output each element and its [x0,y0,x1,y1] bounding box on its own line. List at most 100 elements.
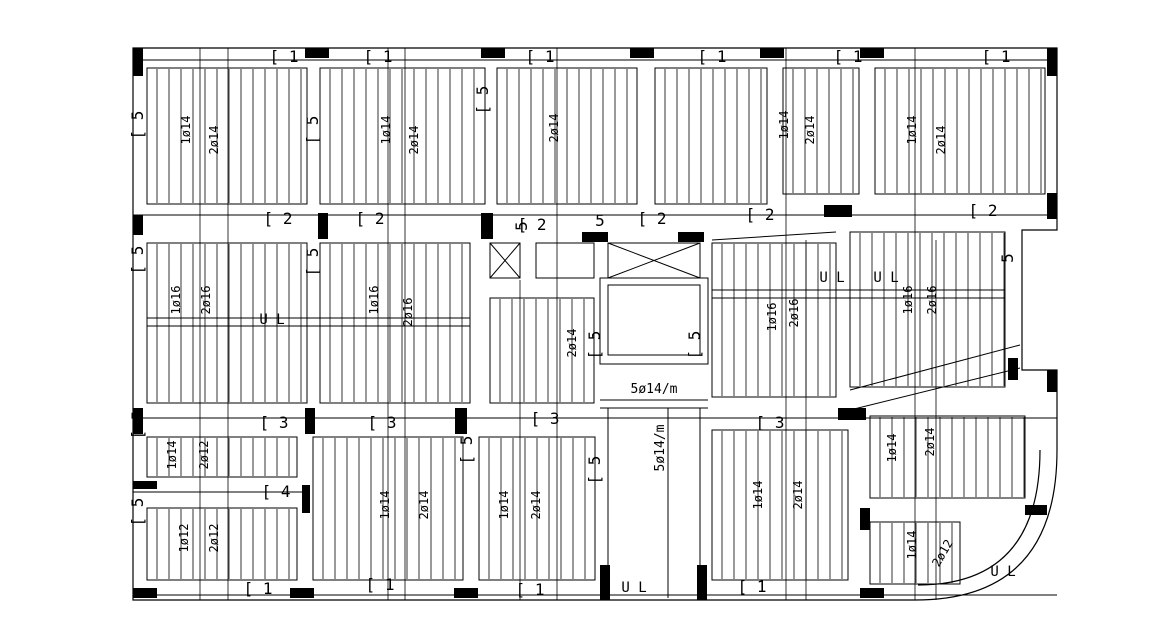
plan-label-s14-bar2: 2ø14 [529,491,543,520]
plan-label-s12-bar1: 1ø12 [177,524,191,553]
slab-panel [146,507,298,581]
plan-label-left-5a: [ 5 [128,111,147,140]
column [697,565,707,600]
plan-label-strip-2a: [ 2 [264,209,293,228]
plan-label-s4-bar2: 2ø14 [803,116,817,145]
plan-label-strip-2c: [ 2 [518,215,547,234]
beam-edge [849,367,1021,411]
plan-label-s17-bar1: 1ø14 [905,531,919,560]
column [860,508,870,530]
plan-label-top-1a: [ 1 [270,47,299,66]
plan-label-s14-bar1: 1ø14 [497,491,511,520]
column [860,48,884,58]
plan-label-s5-bar1: 1ø14 [905,116,919,145]
slab-panel [711,429,849,581]
plan-label-s15-bar2: 2ø14 [791,481,805,510]
plan-label-bottom-1d: [ 1 [738,577,767,596]
plan-label-s15-bar1: 1ø14 [751,481,765,510]
plan-label-strip-3d: [ 3 [756,413,785,432]
column [630,48,654,58]
column [1047,370,1057,392]
plan-label-left-5b: [ 5 [128,246,147,275]
column [318,213,328,239]
column [760,48,784,58]
beam-edge [711,231,837,241]
column [133,408,143,434]
plan-label-s10-bar2: 2ø16 [925,286,939,315]
plan-label-mid-5j: [ 5 [585,456,604,485]
plan-label-s16-bar1: 1ø14 [885,434,899,463]
slab-panel [654,67,768,205]
column [133,481,157,489]
shaft-box [489,242,521,279]
columns [133,48,1057,600]
plan-label-stair-v: 5ø14/m [653,424,668,471]
plan-label-s1-bar2: 2ø14 [207,126,221,155]
plan-label-s16-bar2: 2ø14 [923,428,937,457]
plan-label-s1-bar1: 1ø14 [179,116,193,145]
plan-label-mid-5c: [ 5 [303,248,322,277]
slab-panel [319,67,486,205]
plan-label-mid-5i: 5 [998,253,1017,263]
plan-label-s8-bar2: 2ø14 [565,329,579,358]
column [1047,193,1057,219]
plan-label-strip-3a: [ 3 [260,413,289,432]
column [305,408,315,434]
column [455,408,467,434]
plan-label-top-1c: [ 1 [526,47,555,66]
column [133,215,143,235]
plan-label-s11-bar2: 2ø12 [197,441,211,470]
plan-label-left-5c: [ 5 [128,411,147,440]
plan-label-mid-5e: 5 [595,211,605,230]
plan-label-s9-bar1: 1ø16 [765,303,779,332]
plan-label-mid-5d: 5 [512,221,531,231]
slab-panel [146,436,298,478]
plan-label-left-5d: [ 5 [128,498,147,527]
column [290,588,314,598]
plan-label-mid-5b: [ 5 [473,86,492,115]
slab-panel [146,242,308,404]
slab-panel [489,297,595,404]
plan-label-top-1e: [ 1 [834,47,863,66]
column [305,48,329,58]
slab-panel [869,415,1026,499]
stair-landing [535,242,595,279]
plan-label-s9-bar2: 2ø16 [787,299,801,328]
column [678,232,704,242]
column [302,485,310,513]
plan-label-mid-5a: [ 5 [303,116,322,145]
plan-label-s13-bar1: 1ø14 [378,491,392,520]
plan-label-mid-5g: [ 5 [685,331,704,360]
plan-label-top-1f: [ 1 [982,47,1011,66]
building-outline [132,47,1058,601]
plan-label-strip-3c: [ 3 [531,409,560,428]
plan-label-s5-bar2: 2ø14 [934,126,948,155]
plan-label-s13-bar2: 2ø14 [417,491,431,520]
column [838,408,866,420]
slab-panel [849,231,1006,388]
plan-label-mid-5f: [ 5 [585,331,604,360]
plan-label-bottom-1a: [ 1 [244,579,273,598]
plan-label-top-1d: [ 1 [698,47,727,66]
beam-lines [133,48,1057,600]
plan-label-bottom-1b: [ 1 [366,575,395,594]
labels: [ 1 [ 1 [ 1 [ 1 [ 1 [ 1 [ 5 [ 5 [ 5 [ 5 [ 5 [ 5 [ 5 5… [128,47,1017,599]
lift-shaft-inner [607,284,701,356]
plan-label-s11-bar1: 1ø14 [165,441,179,470]
column [824,205,852,217]
plan-label-ul-e: U L [990,564,1015,580]
column [481,213,493,239]
plan-label-ul-d: U L [621,580,646,596]
slab-panel [711,242,837,398]
column [1025,505,1047,515]
plan-label-stair-h: 5ø14/m [631,382,678,397]
column [1008,358,1018,380]
column [454,588,478,598]
plan-label-strip-2e: [ 2 [746,205,775,224]
column [133,588,157,598]
plan-label-s2-bar2: 2ø14 [407,126,421,155]
lift-shaft-outer [599,277,709,365]
slab-panel [146,67,308,205]
